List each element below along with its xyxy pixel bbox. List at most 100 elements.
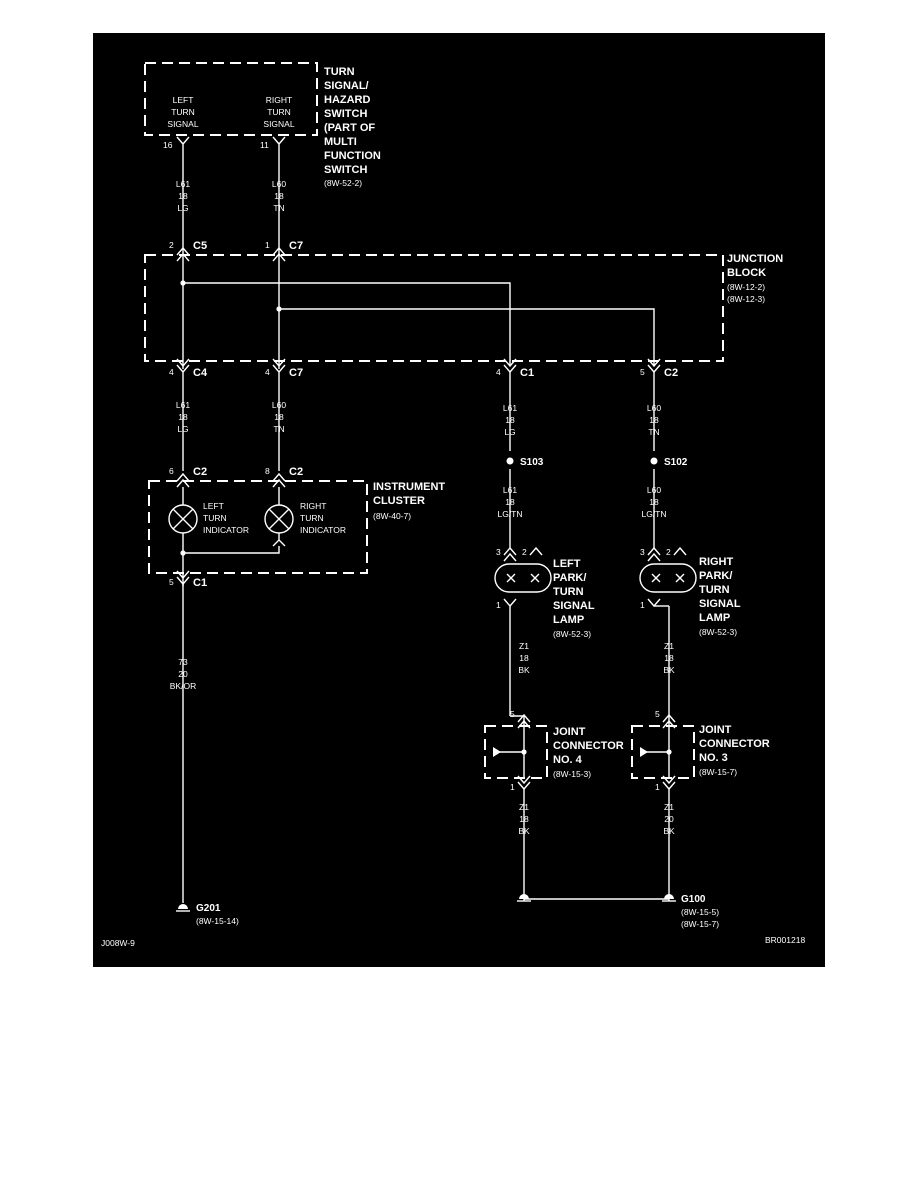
svg-text:(8W-12-3): (8W-12-3) [727,294,765,304]
svg-text:(8W-40-7): (8W-40-7) [373,511,411,521]
svg-text:MULTI: MULTI [324,136,357,148]
svg-text:RIGHT: RIGHT [266,95,292,105]
svg-text:TN: TN [273,203,284,213]
svg-text:BK: BK [663,826,675,836]
cluster-in-right-pin: 8 [265,466,270,476]
svg-text:TN: TN [648,427,659,437]
svg-text:CLUSTER: CLUSTER [373,495,425,507]
svg-text:TURN: TURN [171,107,195,117]
svg-text:INSTRUMENT: INSTRUMENT [373,481,445,493]
svg-text:LAMP: LAMP [553,614,584,626]
left-lamp-in-terminal [503,546,517,562]
jb-c4-connector: C4 [193,367,208,379]
svg-text:TURN: TURN [203,513,227,523]
joint4-pin-top: 5 [510,709,515,719]
svg-text:(8W-12-2): (8W-12-2) [727,282,765,292]
svg-text:18: 18 [664,653,674,663]
left-lamp-pin-out: 1 [496,600,501,610]
ground-g201-label: G201 [196,903,221,914]
ground-g100-label: G100 [681,894,706,905]
diagram-id-left: J008W-9 [101,938,135,948]
svg-text:Z1: Z1 [519,802,529,812]
svg-text:LG: LG [177,424,188,434]
svg-text:18: 18 [178,191,188,201]
svg-text:18: 18 [505,415,515,425]
wire-label-9: 73 20 BK/OR [170,657,196,691]
wire-label-13: Z1 20 BK [663,802,675,836]
instrument-cluster-title: INSTRUMENT CLUSTER (8W-40-7) [373,481,445,521]
cluster-right-trace [272,487,286,547]
wire-label-12: Z1 18 BK [518,802,530,836]
svg-text:(8W-52-3): (8W-52-3) [553,629,591,639]
svg-text:18: 18 [649,497,659,507]
ground-g100-symbol [662,894,676,902]
wiring-diagram-svg: TURN SIGNAL/ HAZARD SWITCH (PART OF MULT… [101,62,805,948]
joint-connector-4-box [484,725,548,779]
svg-text:18: 18 [178,412,188,422]
svg-text:20: 20 [664,814,674,824]
svg-text:NO. 4: NO. 4 [553,754,583,766]
joint4-bus [510,715,525,778]
cluster-out-pin: 5 [169,577,174,587]
svg-text:BLOCK: BLOCK [727,267,766,279]
svg-text:LG: LG [177,203,188,213]
cluster-in-right-connector: C2 [289,466,303,478]
switch-left-signal-label: LEFT TURN SIGNAL [167,95,198,129]
splice-s103-label: S103 [520,457,544,468]
svg-text:18: 18 [519,653,529,663]
svg-text:L61: L61 [503,403,517,413]
svg-text:L60: L60 [272,400,286,410]
right-lamp-in-terminal [647,546,661,562]
svg-text:L61: L61 [503,485,517,495]
right-lamp-title: RIGHT PARK/ TURN SIGNAL LAMP (8W-52-3) [699,556,741,637]
svg-text:BK/OR: BK/OR [170,681,196,691]
svg-text:LEFT: LEFT [553,558,581,570]
splice-s103-dot [506,457,514,465]
svg-text:L60: L60 [647,485,661,495]
jb-c7-bot-connector: C7 [289,367,303,379]
wire-label-8: L60 18 LG/TN [641,485,666,519]
jb-c4-pin: 4 [169,367,174,377]
ground-g201-ref: (8W-15-14) [196,916,239,926]
jb-c5-pin: 2 [169,240,174,250]
jb-c1-connector: C1 [520,367,534,379]
svg-text:SIGNAL: SIGNAL [263,119,294,129]
joint4-title: JOINT CONNECTOR NO. 4 (8W-15-3) [553,726,624,779]
right-lamp-filaments [651,573,685,583]
ground-g201-symbol [176,904,190,912]
jb-c7-top-pin: 1 [265,240,270,250]
svg-text:BK: BK [518,665,530,675]
ground-g100-ref-1: (8W-15-5) [681,907,719,917]
svg-text:18: 18 [519,814,529,824]
svg-text:Z1: Z1 [519,641,529,651]
cluster-in-left-connector: C2 [193,466,207,478]
svg-text:18: 18 [505,497,515,507]
ground-g100-ref-2: (8W-15-7) [681,919,719,929]
svg-text:TURN: TURN [699,584,730,596]
left-lamp-title: LEFT PARK/ TURN SIGNAL LAMP (8W-52-3) [553,558,595,639]
svg-text:(PART OF: (PART OF [324,122,375,134]
svg-text:Z1: Z1 [664,641,674,651]
jb-trace-left-cross [183,282,511,366]
svg-text:JOINT: JOINT [553,726,586,738]
left-lamp-pin-in: 3 [496,547,501,557]
svg-text:SIGNAL: SIGNAL [553,600,595,612]
joint4-pin-bot: 1 [510,782,515,792]
jb-c2-pin: 5 [640,367,645,377]
svg-text:PARK/: PARK/ [699,570,732,582]
svg-text:NO. 3: NO. 3 [699,752,728,764]
svg-text:73: 73 [178,657,188,667]
jb-c7-top-terminal [272,246,286,262]
turn-signal-switch-box [144,62,318,136]
svg-text:JOINT: JOINT [699,724,732,736]
svg-text:(8W-52-3): (8W-52-3) [699,627,737,637]
instrument-cluster-box [148,480,368,574]
jb-trace-right-cross [279,308,655,366]
svg-text:(8W-52-2): (8W-52-2) [324,178,362,188]
svg-text:Z1: Z1 [664,802,674,812]
svg-text:18: 18 [649,415,659,425]
svg-text:LEFT: LEFT [173,95,194,105]
right-turn-indicator-lamp [264,504,294,534]
svg-text:TURN: TURN [553,586,584,598]
svg-text:LG/TN: LG/TN [641,509,666,519]
